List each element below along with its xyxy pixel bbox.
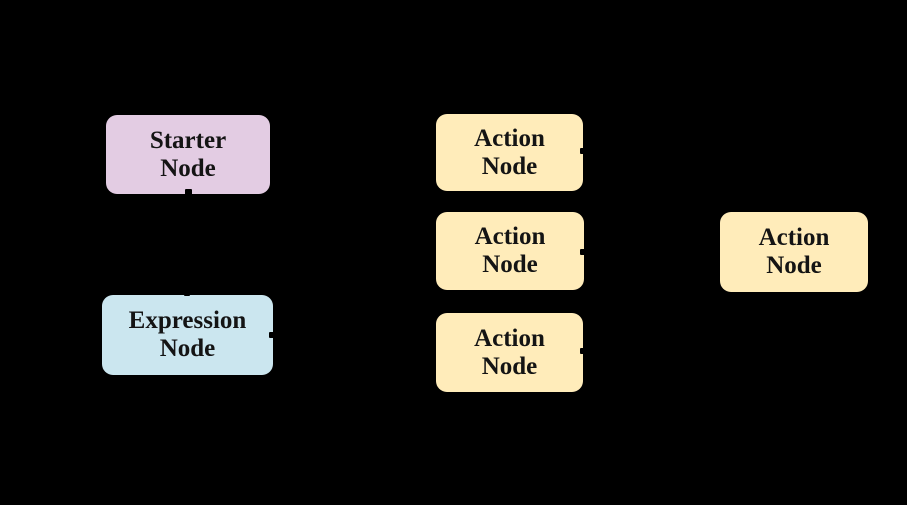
action-node-bottom-label-line1: Action xyxy=(474,324,545,352)
starter-node: Starter Node xyxy=(106,115,270,194)
edge-arrowhead-dot xyxy=(185,189,192,195)
action-node-top-label-line1: Action xyxy=(474,124,545,152)
edge-arrowhead-dot xyxy=(184,293,190,296)
edge-arrowhead-dot xyxy=(269,332,275,338)
action-node-right-label-line1: Action xyxy=(758,224,830,251)
action-node-bottom-label-line2: Node xyxy=(481,352,538,380)
action-node-right: Action Node xyxy=(720,212,868,292)
edge-arrowhead-dot xyxy=(580,249,586,255)
action-node-top: Action Node xyxy=(436,114,583,191)
action-node-top-label-line2: Node xyxy=(481,152,538,180)
action-node-bottom: Action Node xyxy=(436,313,583,392)
starter-node-label-line1: Starter xyxy=(149,126,227,154)
action-node-middle: Action Node xyxy=(436,212,584,290)
starter-node-label-line2: Node xyxy=(160,154,216,182)
expression-node: Expression Node xyxy=(102,295,273,375)
action-node-middle-label-line2: Node xyxy=(482,251,538,278)
edge-arrowhead-dot xyxy=(580,148,586,154)
edge-arrowhead-dot xyxy=(580,348,586,354)
expression-node-label-line2: Node xyxy=(159,335,216,362)
action-node-middle-label-line1: Action xyxy=(474,223,546,250)
expression-node-label-line1: Expression xyxy=(128,307,247,334)
action-node-right-label-line2: Node xyxy=(766,252,822,279)
